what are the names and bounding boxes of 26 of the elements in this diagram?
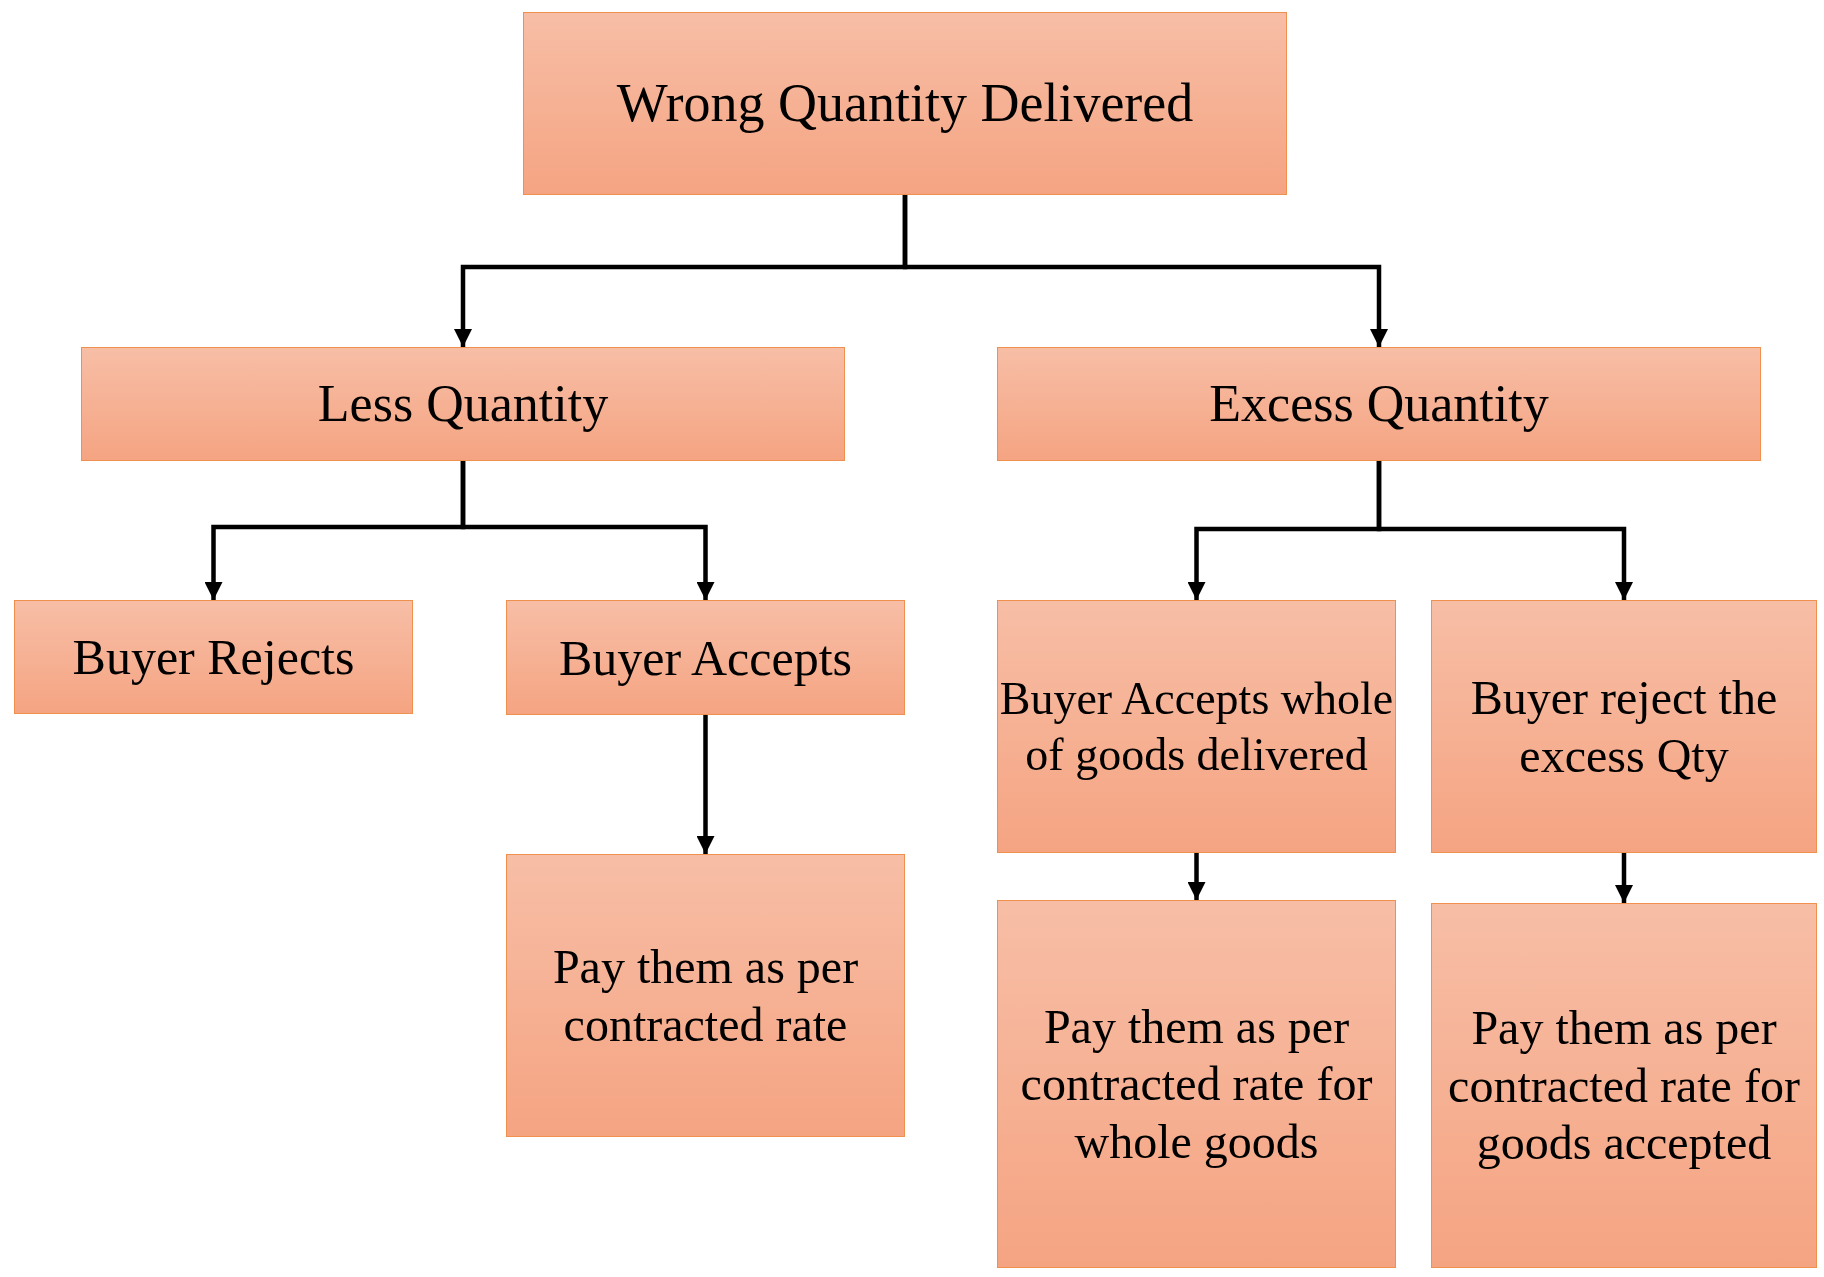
box-label: Pay them as per contracted rate (551, 938, 860, 1053)
box-label: Wrong Quantity Delivered (616, 72, 1194, 136)
process-box (506, 854, 905, 1137)
process-box (997, 900, 1396, 1268)
box-label: Pay them as per contracted rate for whole goods (1019, 998, 1374, 1170)
process-box (14, 600, 413, 714)
arrow (460, 461, 715, 600)
arrow (1615, 853, 1633, 903)
box-label: Buyer Accepts (559, 628, 852, 688)
box-label: Buyer reject the excess Qty (1469, 669, 1779, 784)
arrow (902, 195, 1388, 347)
arrow (1187, 853, 1206, 900)
arrow (1376, 461, 1633, 600)
box-label: Pay them as per contracted rate for goods accepted (1447, 1000, 1801, 1172)
box-label: Less Quantity (317, 373, 609, 434)
process-box (506, 600, 905, 715)
process-box (1431, 903, 1817, 1268)
box-label: Buyer Accepts whole of goods delivered (998, 672, 1395, 782)
process-box (81, 347, 845, 461)
arrow (696, 715, 715, 854)
process-box (997, 347, 1761, 461)
box-label: Buyer Rejects (72, 628, 355, 687)
box-label: Excess Quantity (1209, 373, 1549, 434)
process-box (997, 600, 1396, 853)
process-box (1431, 600, 1817, 853)
process-box (523, 12, 1287, 195)
